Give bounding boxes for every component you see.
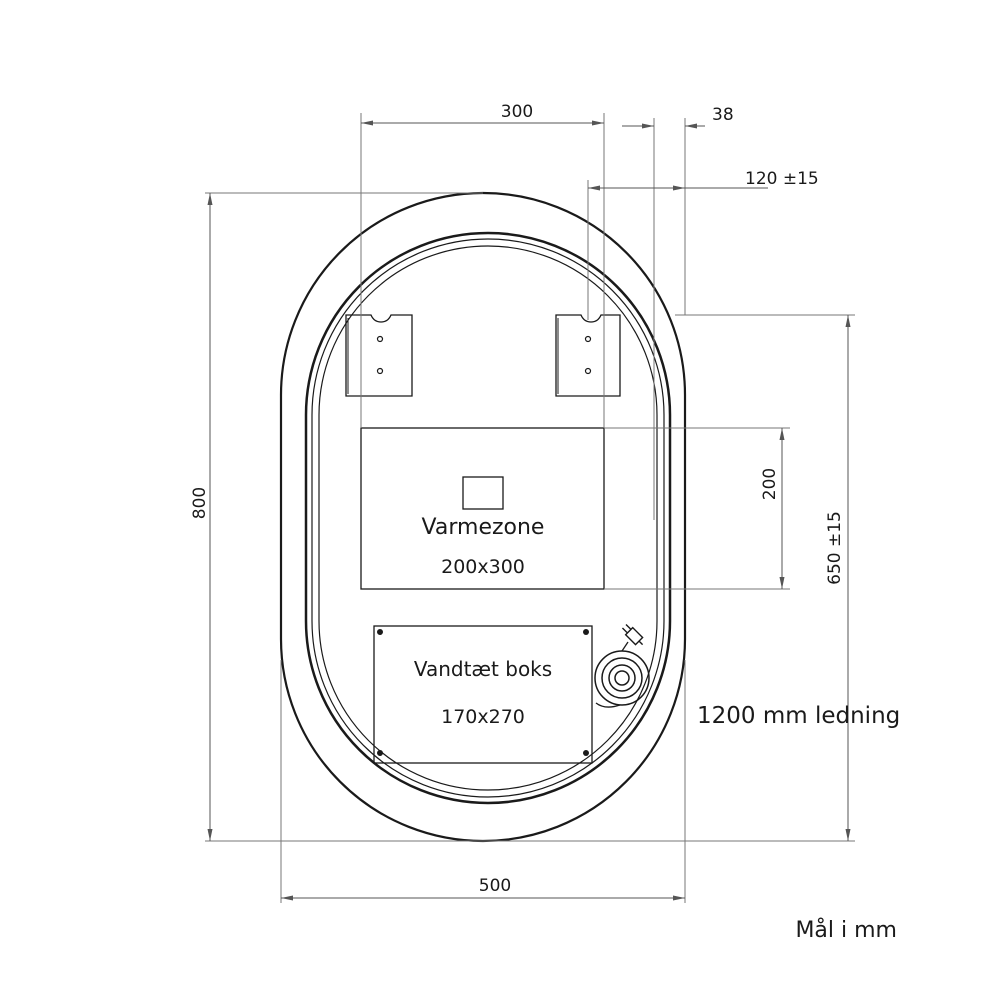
dimension-bracket-offset-label: 120 ±15 [745,169,819,189]
wall-bracket-right [555,314,621,397]
mirror-frame-ring-3 [318,245,658,791]
dimension-bracket-height: 650 ±15 [675,314,855,842]
waterproof-box-label: Vandtæt boks [414,657,552,681]
dimension-width-top-label: 300 [501,102,533,122]
waterproof-box-outline [373,625,593,764]
dimension-bracket-offset: 120 ±15 [587,169,819,320]
screw-icon [583,629,589,635]
heat-zone-box [360,427,605,590]
dimension-height: 800 [190,192,685,842]
dimension-depth-label: 38 [712,105,734,125]
heat-zone: Varmezone 200x300 [360,427,605,590]
cable-length-label: 1200 mm ledning [697,703,900,729]
dimension-depth: 38 [622,105,734,520]
dimension-width-top: 300 [360,102,605,428]
heat-zone-size: 200x300 [441,556,525,578]
heat-zone-label: Varmezone [422,515,545,540]
mirror-frame-ring-2 [311,238,665,798]
screw-icon [583,750,589,756]
dimension-heat-zone-height-label: 200 [760,468,780,500]
mirror-frame-ring-1 [304,231,672,805]
waterproof-box-size: 170x270 [441,706,525,728]
wall-bracket-left [345,314,413,397]
dimension-bracket-height-label: 650 ±15 [825,511,845,585]
units-note: Mål i mm [795,917,897,943]
screw-icon [377,750,383,756]
heat-zone-connector-icon [462,476,504,510]
waterproof-box: Vandtæt boks 170x270 [373,625,593,764]
screw-icon [377,629,383,635]
dimension-width-bottom: 500 [280,660,686,903]
power-plug-icon [621,623,644,646]
cable-coil [594,641,650,708]
dimension-heat-zone-height: 200 [604,427,790,590]
dimension-height-label: 800 [190,487,210,519]
dimension-width-bottom-label: 500 [479,876,511,896]
